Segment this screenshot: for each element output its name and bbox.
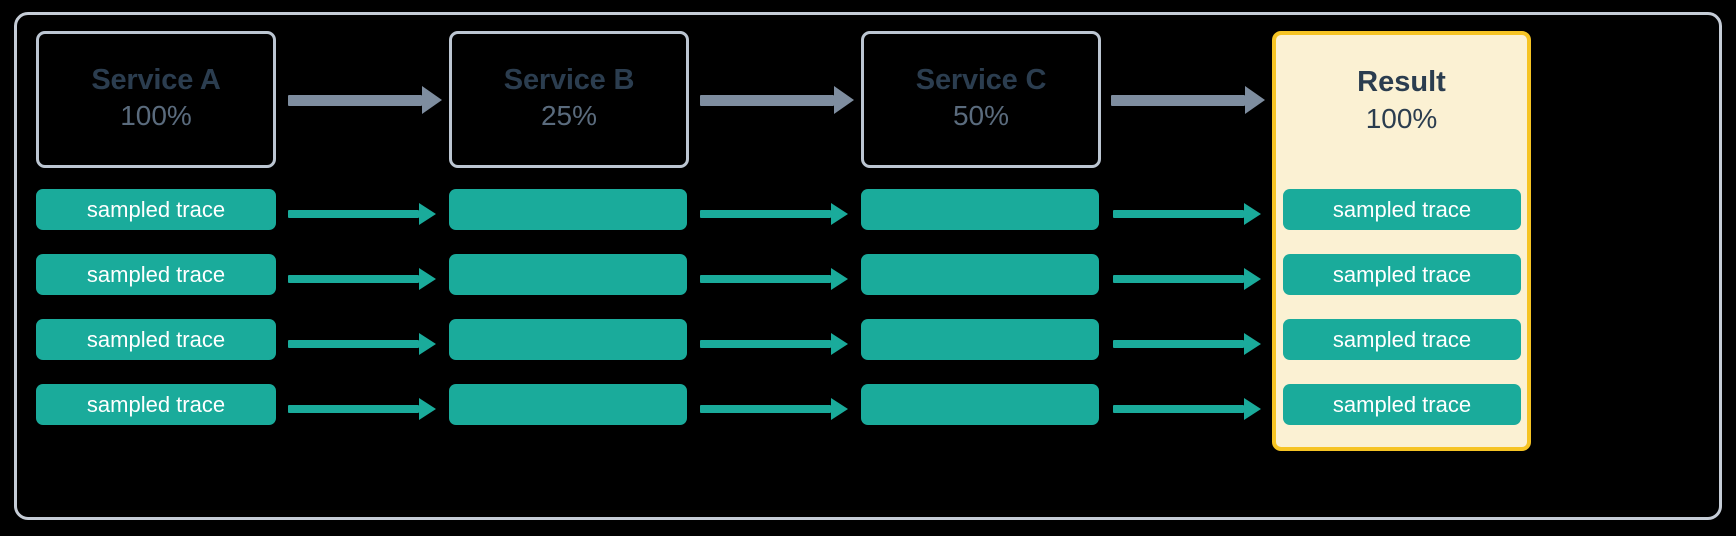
diagram-outer-frame — [14, 12, 1722, 520]
service-name-service-b: Service B — [503, 63, 635, 96]
service-percent-service-b: 25% — [540, 100, 598, 132]
result-highlight-panel — [1272, 31, 1531, 451]
service-percent-service-c: 50% — [952, 100, 1010, 132]
service-box-service-a[interactable]: Service A 100% — [36, 31, 276, 168]
trace-bar-row2-result[interactable]: sampled trace — [1283, 254, 1521, 295]
service-percent-service-a: 100% — [120, 100, 192, 132]
trace-bar-row4-service-a[interactable]: sampled trace — [36, 384, 276, 425]
service-box-service-b[interactable]: Service B 25% — [449, 31, 689, 168]
trace-bar-row3-service-b[interactable] — [449, 319, 687, 360]
trace-bar-row1-service-c[interactable] — [861, 189, 1099, 230]
trace-bar-row4-service-c[interactable] — [861, 384, 1099, 425]
trace-bar-row3-service-c[interactable] — [861, 319, 1099, 360]
service-name-service-c: Service C — [915, 63, 1047, 96]
trace-bar-label: sampled trace — [86, 391, 226, 417]
trace-bar-label: sampled trace — [86, 326, 226, 352]
trace-bar-row1-service-a[interactable]: sampled trace — [36, 189, 276, 230]
trace-bar-row3-service-a[interactable]: sampled trace — [36, 319, 276, 360]
trace-bar-label: sampled trace — [1332, 261, 1472, 287]
service-box-service-c[interactable]: Service C 50% — [861, 31, 1101, 168]
trace-bar-row1-result[interactable]: sampled trace — [1283, 189, 1521, 230]
trace-bar-row2-service-b[interactable] — [449, 254, 687, 295]
trace-bar-row1-service-b[interactable] — [449, 189, 687, 230]
trace-bar-row4-result[interactable]: sampled trace — [1283, 384, 1521, 425]
trace-bar-label: sampled trace — [1332, 326, 1472, 352]
trace-bar-row2-service-a[interactable]: sampled trace — [36, 254, 276, 295]
trace-bar-row4-service-b[interactable] — [449, 384, 687, 425]
trace-bar-row2-service-c[interactable] — [861, 254, 1099, 295]
trace-bar-row3-result[interactable]: sampled trace — [1283, 319, 1521, 360]
service-name-service-a: Service A — [91, 63, 221, 96]
trace-bar-label: sampled trace — [86, 196, 226, 222]
trace-bar-label: sampled trace — [1332, 391, 1472, 417]
trace-bar-label: sampled trace — [1332, 196, 1472, 222]
trace-bar-label: sampled trace — [86, 261, 226, 287]
